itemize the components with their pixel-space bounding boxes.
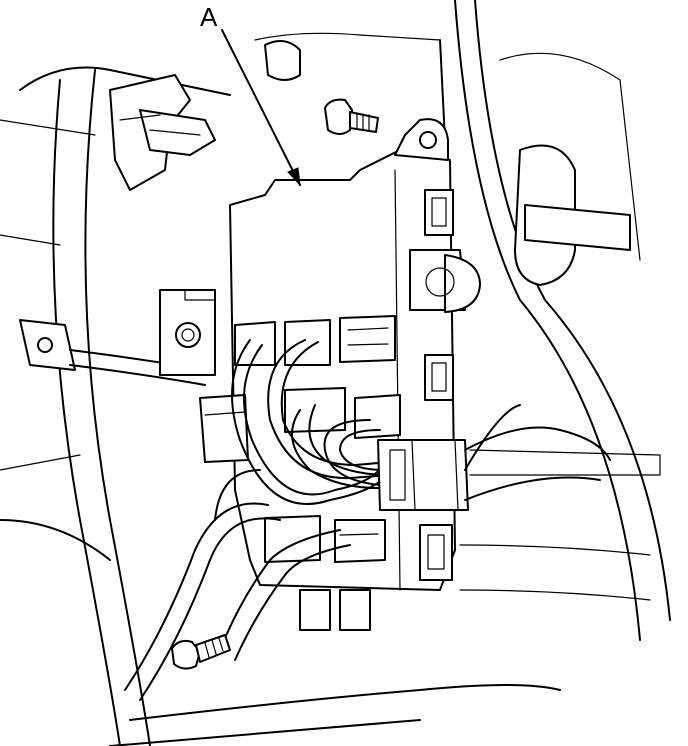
callout-a-label: A (200, 2, 218, 32)
upper-right-bracket (514, 144, 631, 286)
top-tab (264, 40, 301, 81)
fuse-box (199, 118, 481, 631)
callout-a-arrowhead (287, 167, 301, 187)
callout-a-leader-line (221, 29, 301, 186)
upper-bolt-icon (324, 98, 379, 135)
body-panel (0, 0, 671, 746)
wiring-harness (124, 339, 611, 701)
left-bracket (159, 289, 216, 376)
callout-a: A (200, 2, 301, 187)
ground-strap (19, 319, 206, 386)
upper-left-bracket (109, 74, 216, 191)
lower-bolt-icon (171, 634, 231, 670)
